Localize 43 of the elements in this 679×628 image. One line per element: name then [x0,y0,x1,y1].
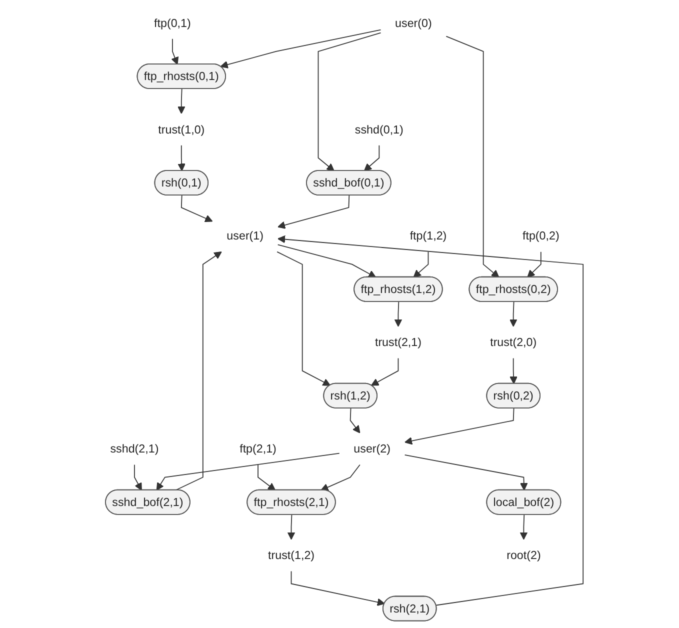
node-text: ftp(0,1) [154,16,191,30]
arrow [318,32,382,172]
arrow [290,570,385,606]
arrow [278,235,584,606]
arrow [394,301,402,327]
node-text: trust(1,2) [268,548,315,562]
arrow [287,514,296,540]
arrow [404,408,514,445]
arrow [370,358,399,386]
arrow [350,408,360,434]
arrow [178,144,186,172]
arrow [509,301,518,327]
arrow [520,514,528,540]
arrow [276,251,331,386]
arrow [446,36,500,278]
arrow [134,464,142,491]
node-text: trust(2,0) [490,335,537,349]
node-text: user(1) [226,229,264,242]
arrow [510,358,518,384]
arrow [156,452,340,491]
arrow [171,38,179,65]
node-text: user(0) [395,16,432,30]
node-text: root(2) [506,548,541,562]
node-text: user(2) [354,442,390,456]
arrow [175,251,222,491]
arrow [413,251,429,278]
arrow [180,195,213,222]
node-text: sshd(2,1) [110,442,159,456]
arrow [527,251,542,278]
node-text: ftp(2,1) [240,442,276,456]
node-text: sshd(0,1) [354,122,404,136]
node-text: ftp(1,2) [410,229,447,242]
arrow [277,244,376,278]
node-text: ftp(0,2) [522,229,560,242]
arrow [220,29,382,68]
arrow [258,464,276,491]
arrow [177,88,186,114]
node-text: trust(1,0) [158,122,205,136]
arrow [364,144,380,172]
node-text: trust(2,1) [374,335,422,349]
arrow [404,454,528,491]
arrow [278,195,350,229]
arrow [320,464,360,491]
